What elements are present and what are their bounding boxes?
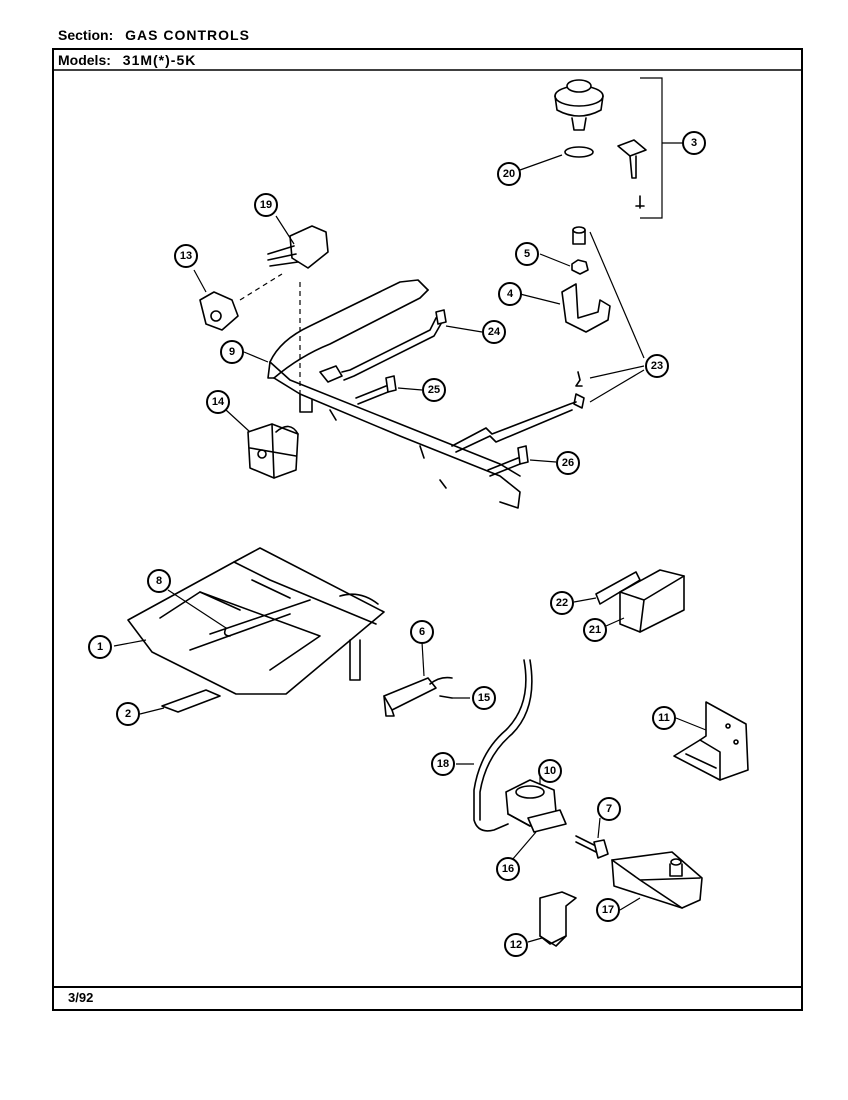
callout-1: 1 [88,635,112,659]
svg-text:22: 22 [556,597,568,609]
callout-19: 19 [254,193,278,217]
svg-text:21: 21 [589,624,601,636]
callout-17: 17 [596,898,620,922]
section-header: Section: GAS CONTROLS [58,27,250,43]
gas-valve-14-part [225,409,299,479]
svg-text:5: 5 [524,248,530,260]
callout-7: 7 [597,797,621,821]
callout-16: 16 [496,857,520,881]
callout-6: 6 [410,620,434,644]
svg-text:17: 17 [602,904,614,916]
svg-text:13: 13 [180,250,192,262]
models-label: Models: [58,52,111,68]
section-value: GAS CONTROLS [125,27,250,43]
callout-3: 3 [682,131,706,155]
manifold-pipe-part [243,279,521,509]
callout-22: 22 [550,591,574,615]
burner-base-17-part [611,851,703,911]
callout-13: 13 [174,244,198,268]
svg-text:4: 4 [507,288,514,300]
orifice-bracket-part [519,226,645,409]
callout-4: 4 [498,282,522,306]
burner-head-part [519,77,684,219]
callout-8: 8 [147,569,171,593]
callout-9: 9 [220,340,244,364]
svg-text:2: 2 [125,708,131,720]
callout-2: 2 [116,702,140,726]
callout-10: 10 [538,759,562,783]
svg-text:24: 24 [488,326,501,338]
callout-5: 5 [515,242,539,266]
burner-tube-26-part [451,401,577,477]
callout-23: 23 [645,354,669,378]
svg-text:3: 3 [691,137,697,149]
gas-line-18-part [456,659,533,832]
callout-14: 14 [206,390,230,414]
orifice-7-part [575,817,609,859]
diagram-frame [52,48,803,1011]
svg-text:10: 10 [544,765,556,777]
svg-text:7: 7 [606,803,612,815]
callout-20: 20 [497,162,521,186]
svg-text:12: 12 [510,939,522,951]
callout-21: 21 [583,618,607,642]
svg-text:6: 6 [419,626,425,638]
svg-text:19: 19 [260,199,272,211]
callout-25: 25 [422,378,446,402]
svg-text:11: 11 [658,712,670,724]
ignition-module-part [573,569,685,633]
burner-tube-25-part [355,375,423,405]
burner-tube-24-part [319,309,483,383]
svg-text:23: 23 [651,360,663,372]
callout-18: 18 [431,752,455,776]
igniter-6-part [383,641,470,717]
section-label: Section: [58,27,114,43]
callout-11: 11 [652,706,676,730]
burner-box-part [113,547,385,715]
svg-text:20: 20 [503,168,515,180]
svg-text:1: 1 [97,641,103,653]
svg-text:16: 16 [502,863,514,875]
svg-text:14: 14 [212,396,225,408]
svg-text:25: 25 [428,384,440,396]
svg-text:26: 26 [562,457,574,469]
svg-text:8: 8 [156,575,162,587]
mounting-bracket-11-part [673,701,749,781]
svg-text:15: 15 [478,692,490,704]
revision-date: 3/92 [68,990,94,1005]
models-value: 31M(*)-5K [122,52,197,68]
callout-24: 24 [482,320,506,344]
valve-switch-part [193,215,329,398]
callout-26: 26 [556,451,580,475]
svg-text:9: 9 [229,346,235,358]
pressure-regulator-10-part [505,770,567,861]
callout-15: 15 [472,686,496,710]
callout-12: 12 [504,933,528,957]
svg-text:18: 18 [437,758,449,770]
bracket-12-part [527,891,577,947]
models-header: Models: 31M(*)-5K [58,52,196,68]
